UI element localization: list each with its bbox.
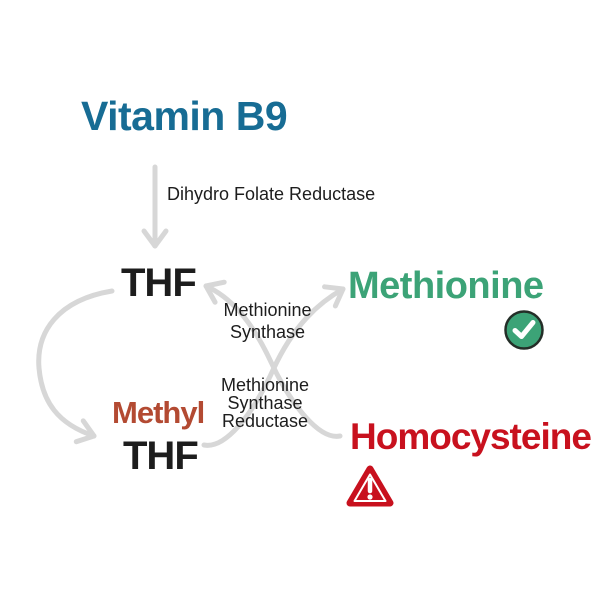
arrow-homocysteine-to-thf bbox=[203, 279, 343, 439]
node-vitamin-b9: Vitamin B9 bbox=[81, 93, 288, 139]
label-methionine-synthase-reductase-line1: Methionine bbox=[220, 375, 310, 395]
warning-triangle-icon bbox=[346, 465, 394, 507]
node-homocysteine: Homocysteine bbox=[350, 416, 592, 457]
label-methionine-synthase: Methionine Synthase bbox=[195, 299, 340, 343]
label-dihydro-folate-reductase: Dihydro Folate Reductase bbox=[167, 184, 376, 204]
label-methionine-synthase-reductase: Methionine Synthase Reductase bbox=[190, 376, 340, 430]
check-circle-icon bbox=[504, 310, 544, 350]
arrow-methylthf-to-methionine bbox=[201, 284, 346, 448]
label-methionine-synthase-line2: Synthase bbox=[229, 322, 306, 342]
arrow-thf-to-methylthf bbox=[36, 288, 115, 445]
label-methionine-synthase-line1: Methionine bbox=[223, 300, 312, 320]
node-methyl-prefix: Methyl bbox=[112, 395, 205, 430]
node-thf-bottom: THF bbox=[123, 434, 199, 478]
node-methionine: Methionine bbox=[348, 265, 544, 307]
node-thf-top: THF bbox=[121, 261, 197, 305]
label-methionine-synthase-reductase-line2: Synthase bbox=[227, 393, 303, 413]
label-methionine-synthase-reductase-line3: Reductase bbox=[221, 411, 309, 431]
